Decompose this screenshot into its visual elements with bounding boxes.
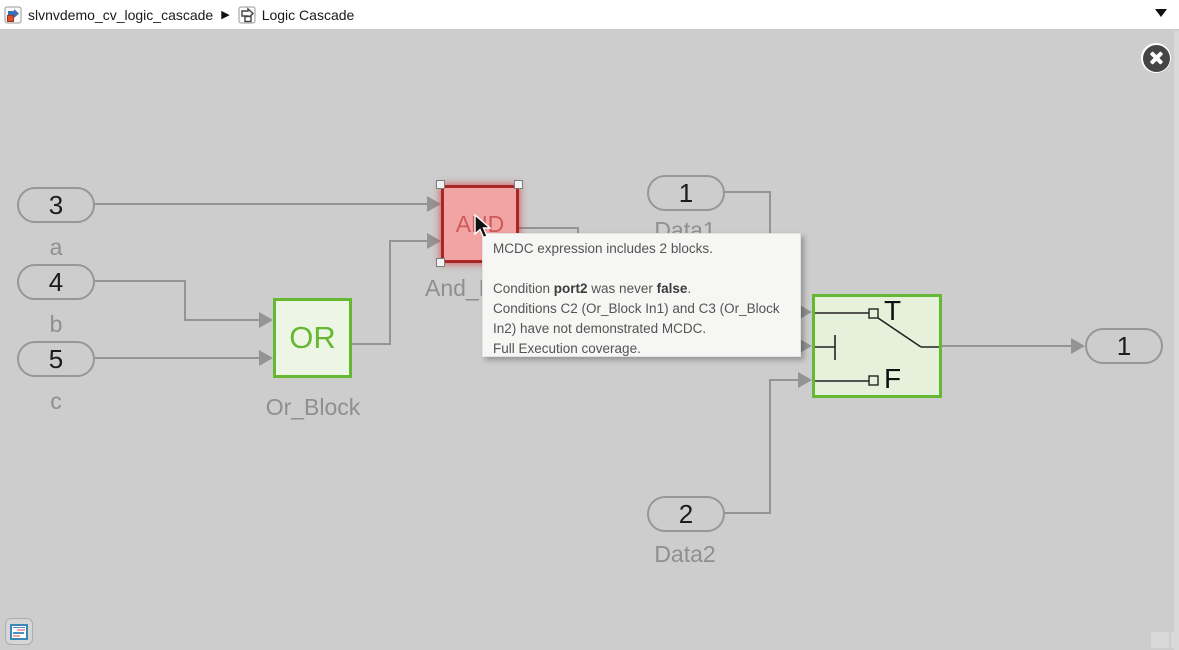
wire-and-to-switch[interactable] (519, 227, 579, 229)
selection-handle[interactable] (514, 180, 523, 189)
wire-data2-to-switch[interactable] (723, 512, 771, 514)
mouse-cursor-icon (474, 214, 492, 239)
selection-handle[interactable] (436, 180, 445, 189)
inport-block-b[interactable]: 4 (17, 264, 95, 300)
or-logic-block[interactable]: OR (273, 298, 352, 378)
breadcrumb-subsystem[interactable]: Logic Cascade (234, 6, 359, 24)
wire-data2-to-switch[interactable] (769, 379, 771, 514)
breadcrumb-model[interactable]: slvnvdemo_cv_logic_cascade (0, 6, 217, 24)
inport-label-b: b (49, 311, 63, 337)
arrowhead-icon (798, 304, 812, 320)
wire-a-to-and[interactable] (95, 203, 428, 205)
wire-or-to-and[interactable] (352, 343, 391, 345)
wire-data1-to-switch[interactable] (723, 191, 771, 193)
inport-block-c[interactable]: 5 (17, 341, 95, 377)
inport-value: 4 (48, 266, 64, 297)
data2-value: 2 (678, 498, 694, 529)
outport-block[interactable]: 1 (1085, 328, 1163, 364)
data2-block[interactable]: 2 (647, 496, 725, 532)
arrowhead-icon (259, 350, 273, 366)
tooltip-line: Condition port2 was never false. (493, 281, 692, 296)
tooltip-line: Full Execution coverage. (493, 341, 641, 356)
wire-data2-to-switch[interactable] (769, 379, 798, 381)
subsystem-icon (238, 6, 256, 23)
selection-handle[interactable] (436, 258, 445, 267)
inport-label-c: c (50, 388, 62, 414)
model-icon (4, 6, 22, 23)
diagram-canvas[interactable]: 3 a 4 b 5 c OR Or_Block AND And_Block 1 … (0, 31, 1179, 650)
wire-or-to-and[interactable] (389, 240, 427, 242)
switch-glyph (815, 308, 939, 386)
inport-value: 5 (48, 343, 64, 374)
breadcrumb-model-label[interactable]: slvnvdemo_cv_logic_cascade (28, 6, 214, 23)
arrowhead-icon (798, 372, 812, 388)
breadcrumb-dropdown-caret-icon[interactable] (1155, 9, 1167, 17)
tooltip-line: In2) have not demonstrated MCDC. (493, 321, 707, 336)
inport-block-a[interactable]: 3 (17, 187, 95, 223)
coverage-legend-button[interactable] (5, 618, 33, 645)
close-button[interactable] (1141, 43, 1171, 73)
wire-b-to-or[interactable] (184, 280, 186, 321)
wire-b-to-or[interactable] (184, 319, 259, 321)
data1-value: 1 (678, 177, 694, 208)
switch-true-label: T (884, 295, 902, 326)
breadcrumb-separator: ▶ (221, 9, 230, 21)
data1-block[interactable]: 1 (647, 175, 725, 211)
close-icon (1142, 44, 1170, 72)
tooltip-line: Conditions C2 (Or_Block In1) and C3 (Or_… (493, 301, 780, 316)
switch-false-label: F (884, 363, 902, 394)
or-block-text: OR (289, 320, 336, 355)
wire-b-to-or[interactable] (95, 280, 186, 282)
coverage-legend-icon (10, 623, 28, 640)
arrowhead-icon (1071, 338, 1085, 354)
tooltip-line: MCDC expression includes 2 blocks. (493, 241, 713, 256)
switch-block[interactable] (812, 294, 942, 398)
inport-label-a: a (49, 234, 63, 260)
arrowhead-icon (427, 196, 441, 212)
breadcrumb-bar: slvnvdemo_cv_logic_cascade ▶ Logic Casca… (0, 0, 1179, 30)
outport-value: 1 (1116, 330, 1132, 361)
arrowhead-icon (427, 233, 441, 249)
or-block-label: Or_Block (265, 394, 361, 420)
breadcrumb-subsystem-label[interactable]: Logic Cascade (261, 6, 355, 23)
coverage-tooltip: MCDC expression includes 2 blocks. Condi… (482, 233, 801, 357)
arrowhead-icon (259, 312, 273, 328)
vertical-scrollbar-track[interactable] (1174, 31, 1179, 650)
scrollbar-corner[interactable] (1151, 632, 1169, 648)
arrowhead-icon (798, 338, 812, 354)
data2-label: Data2 (654, 541, 716, 567)
wire-c-to-or[interactable] (95, 357, 259, 359)
wire-or-to-and[interactable] (389, 240, 391, 345)
inport-value: 3 (48, 189, 64, 220)
wire-switch-to-out[interactable] (942, 345, 1072, 347)
